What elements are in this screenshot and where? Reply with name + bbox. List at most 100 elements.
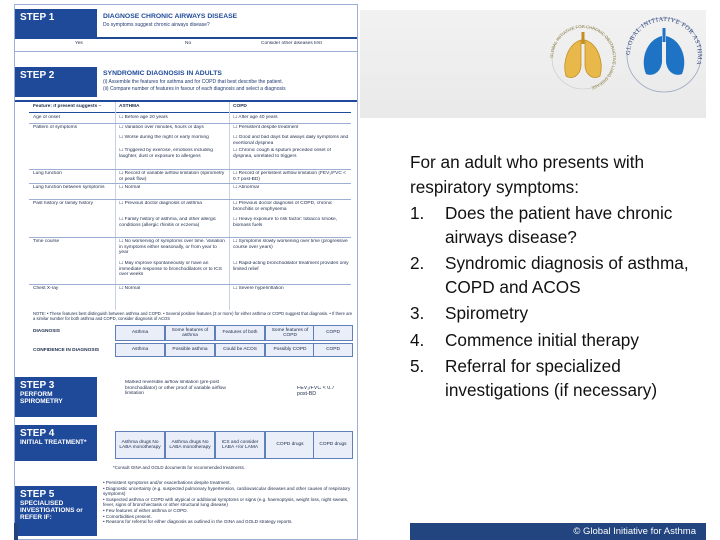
step5-label-text: STEP 5	[20, 489, 55, 500]
treatment-cell: COPD drugs	[313, 431, 353, 459]
step5-item: • Suspected asthma or COPD with atypical…	[103, 496, 349, 508]
step4-footnote: *Consult GINA and GOLD documents for rec…	[113, 465, 246, 470]
asthma-feature: ☐ Triggered by exercise, emotions includ…	[119, 148, 213, 159]
asthma-feature: ☐ Variation over minutes, hours or days	[119, 125, 204, 130]
feature-name: Chest X-ray	[33, 286, 59, 291]
gold-logo: GLOBAL INITIATIVE FOR CHRONIC OBSTRUCTIV…	[549, 24, 617, 91]
diagnosis-cell: Asthma	[115, 325, 165, 341]
slide-step-text: Spirometry	[445, 303, 529, 323]
asthma-feature: ☐ Family history of asthma, and other al…	[119, 217, 217, 228]
diagnosis-cell: Some features of COPD	[265, 325, 315, 341]
confidence-cell: Possible asthma	[165, 343, 215, 357]
step5-list: • Persistent symptoms and/or exacerbatio…	[103, 480, 353, 525]
asthma-feature: ☐ Previous doctor diagnosis of asthma	[119, 201, 202, 206]
gina-logo: GLOBAL INITIATIVE FOR ASTHMA	[625, 16, 703, 93]
step3-fev: FEV₁/FVC < 0.7 post-BD	[297, 386, 335, 397]
copd-feature: ☐ Symptoms slowly worsening over time (p…	[233, 239, 348, 250]
row-divider	[29, 237, 351, 238]
row-divider	[29, 284, 351, 285]
footer-copyright: © Global Initiative for Asthma	[573, 526, 696, 537]
step5-item: • Reasons for referral for either diagno…	[103, 519, 293, 525]
step4-sub: INITIAL TREATMENT*	[20, 439, 87, 446]
copd-feature: ☐ Chronic cough & sputum preceded onset …	[233, 148, 331, 159]
copd-feature: ☐ Severe hyperinflation	[233, 286, 284, 291]
slide-step-number: 1.	[410, 203, 425, 223]
step4-label: STEP 4 INITIAL TREATMENT*	[15, 425, 97, 461]
slide-step-text: Does the patient have chronic airways di…	[445, 203, 673, 247]
footer-bar: © Global Initiative for Asthma	[410, 523, 706, 540]
slide-step-list: 1. Does the patient have chronic airways …	[410, 202, 716, 402]
step5-item: • Diagnostic uncertainty (e.g. suspected…	[103, 485, 351, 497]
diagnosis-cell: COPD	[313, 325, 353, 341]
step2-label: STEP 2	[15, 67, 97, 97]
confidence-cell: Asthma	[115, 343, 165, 357]
step5-item: • Comorbidities present.	[103, 513, 152, 519]
copd-feature: ☐ Persistent despite treatment	[233, 125, 299, 130]
step5-item: • Persistent symptoms and/or exacerbatio…	[103, 480, 231, 485]
feature-name: Past history or family history	[33, 201, 93, 206]
feature-name: Lung function between symptoms	[33, 185, 105, 190]
slide-step-text: Referral for specialized investigations …	[445, 356, 658, 400]
slide-step-number: 3.	[410, 303, 425, 323]
step3-sub: PERFORM SPIROMETRY	[20, 391, 63, 405]
step3-label-text: STEP 3	[20, 380, 55, 391]
step2-instruction-2: (ii) Compare number of features in favou…	[103, 86, 286, 92]
asthma-feature: ☐ Worse during the night or early mornin…	[119, 135, 209, 140]
step2-instruction-1: (i) Assemble the features for asthma and…	[103, 79, 284, 85]
copd-feature: ☐ Previous doctor diagnosis of COPD, chr…	[233, 201, 333, 212]
confidence-label: CONFIDENCE IN DIAGNOSIS	[33, 348, 100, 353]
step3-label: STEP 3 PERFORM SPIROMETRY	[15, 377, 97, 417]
step1-title: DIAGNOSE CHRONIC AIRWAYS DISEASE	[103, 13, 238, 20]
slide-step-number: 4.	[410, 329, 425, 350]
diagnosis-cell: Some features of asthma	[165, 325, 215, 341]
asthma-feature: ☐ May improve spontaneously or have an i…	[119, 261, 222, 278]
step1-no: No	[185, 41, 192, 46]
step1-question: Do symptoms suggest chronic airways dise…	[103, 22, 210, 28]
step2-title: SYNDROMIC DIAGNOSIS IN ADULTS	[103, 70, 222, 77]
asthma-feature: ☐ Normal	[119, 185, 141, 190]
slide-step-text: Commence initial therapy	[445, 329, 639, 350]
treatment-cell: ICS and consider LABA +/or LAMA	[215, 431, 265, 459]
slide-step-item: 4. Commence initial therapy	[410, 329, 716, 353]
row-divider	[29, 169, 351, 170]
copd-feature: ☐ Good and bad days but always daily sym…	[233, 135, 349, 146]
copd-feature: ☐ Record of persistent airflow limitatio…	[233, 171, 346, 182]
slide-intro: For an adult who presents with respirato…	[410, 152, 645, 197]
copd-feature: ☐ Abnormal	[233, 185, 259, 190]
slide-step-item: 5. Referral for specialized investigation…	[410, 355, 716, 402]
copd-feature: ☐ Heavy exposure to risk factor: tobacco…	[233, 217, 338, 228]
asthma-feature: ☐ Before age 20 years	[119, 115, 168, 120]
treatment-cell: Asthma drugs No LABA monotherapy	[165, 431, 215, 459]
row-divider	[29, 183, 351, 184]
diagnosis-cell: Features of both	[215, 325, 265, 341]
step5-label: STEP 5 SPECIALISED INVESTIGATIONS or REF…	[15, 486, 97, 536]
step3-marked: Marked reversible airflow limitation (pr…	[125, 380, 226, 397]
slide-step-number: 5.	[410, 356, 425, 376]
copd-feature: ☐ Rapid-acting bronchodilator treatment …	[233, 261, 349, 272]
slide-step-text: Syndromic diagnosis of asthma, COPD and …	[445, 253, 689, 297]
step2-note: NOTE: • These features best distinguish …	[33, 311, 353, 321]
step1-label: STEP 1	[15, 9, 97, 37]
asthma-feature: ☐ Normal	[119, 286, 141, 291]
confidence-cell: Possibly COPD	[265, 343, 315, 357]
asthma-feature: ☐ No worsening of symptoms over time. Va…	[119, 239, 225, 256]
slide-step-item: 1. Does the patient have chronic airways …	[410, 202, 716, 249]
footer-left-bar	[14, 523, 18, 540]
step1-consider: Consider other diseases first	[261, 41, 322, 46]
table-header-copd: COPD	[233, 104, 247, 109]
treatment-cell: Asthma drugs No LABA monotherapy	[115, 431, 165, 459]
step5-sub: SPECIALISED INVESTIGATIONS or REFER IF:	[20, 500, 83, 521]
table-header-feature: Feature: if present suggests –	[33, 104, 102, 109]
slide-step-number: 2.	[410, 253, 425, 273]
asthma-feature: ☐ Record of variable airflow limitation …	[119, 171, 225, 182]
confidence-cell: COPD	[313, 343, 353, 357]
confidence-cell: Could be ACOS	[215, 343, 265, 357]
feature-name: Lung function	[33, 171, 62, 176]
step5-item: • Few features of either asthma or COPD.	[103, 507, 188, 513]
slide-body: For an adult who presents with respirato…	[410, 150, 716, 402]
diagnosis-label: DIAGNOSIS	[33, 329, 60, 334]
gina-gold-flowchart: STEP 1 DIAGNOSE CHRONIC AIRWAYS DISEASE …	[14, 4, 358, 540]
step4-label-text: STEP 4	[20, 428, 55, 439]
slide-step-item: 3. Spirometry	[410, 302, 716, 326]
row-divider	[29, 199, 351, 200]
